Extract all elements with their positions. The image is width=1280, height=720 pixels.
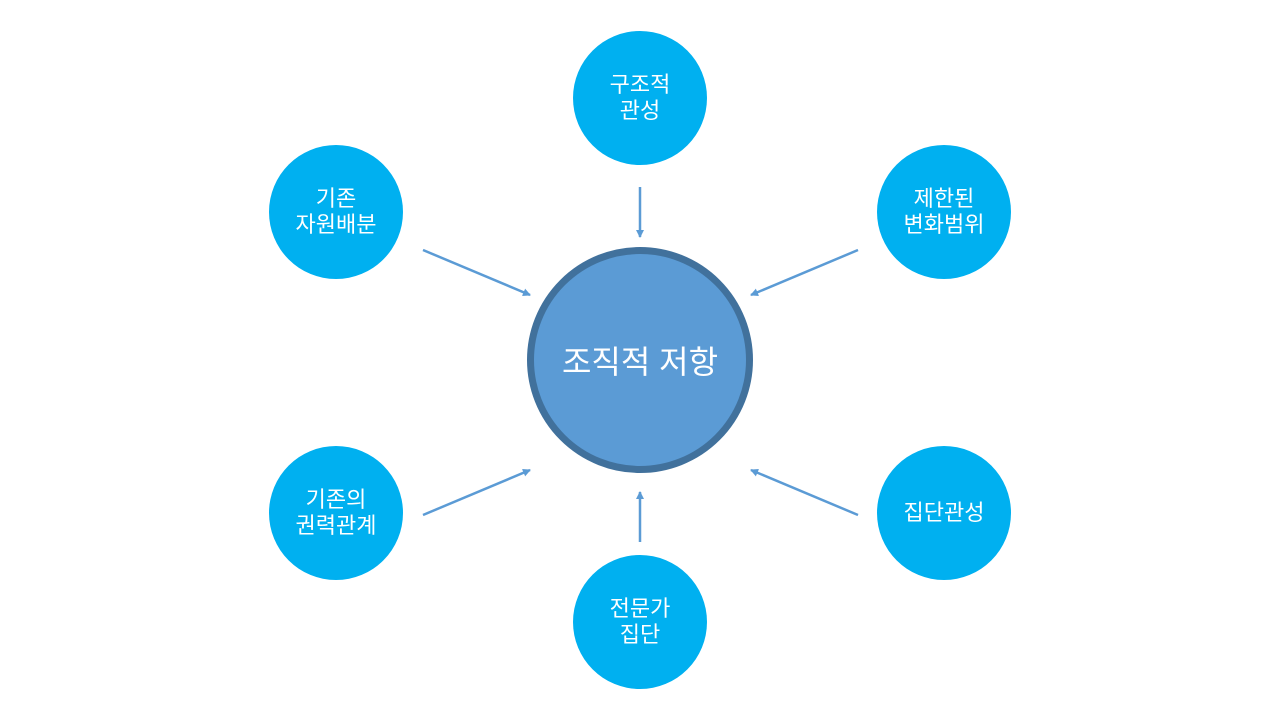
node-label: 집단관성 [903, 500, 985, 525]
arrow-bottom-left [422, 468, 531, 517]
node-label: 전문가 집단 [609, 596, 671, 647]
node-label: 제한된 변화범위 [903, 186, 985, 237]
node-group-inertia: 집단관성 [877, 446, 1011, 580]
arrow-top-right [750, 248, 859, 297]
center-node: 조직적 저항 [527, 247, 753, 473]
node-limited-scope: 제한된 변화범위 [877, 145, 1011, 279]
center-label: 조직적 저항 [561, 344, 719, 380]
node-expert-group: 전문가 집단 [573, 555, 707, 689]
node-structural-inertia: 구조적 관성 [573, 31, 707, 165]
node-label: 기존 자원배분 [295, 186, 377, 237]
node-power-relations: 기존의 권력관계 [269, 446, 403, 580]
arrow-top-left [422, 248, 531, 297]
node-resource-allocation: 기존 자원배분 [269, 145, 403, 279]
arrow-bottom-right [750, 468, 859, 517]
node-label: 구조적 관성 [609, 72, 671, 123]
node-label: 기존의 권력관계 [295, 487, 377, 538]
